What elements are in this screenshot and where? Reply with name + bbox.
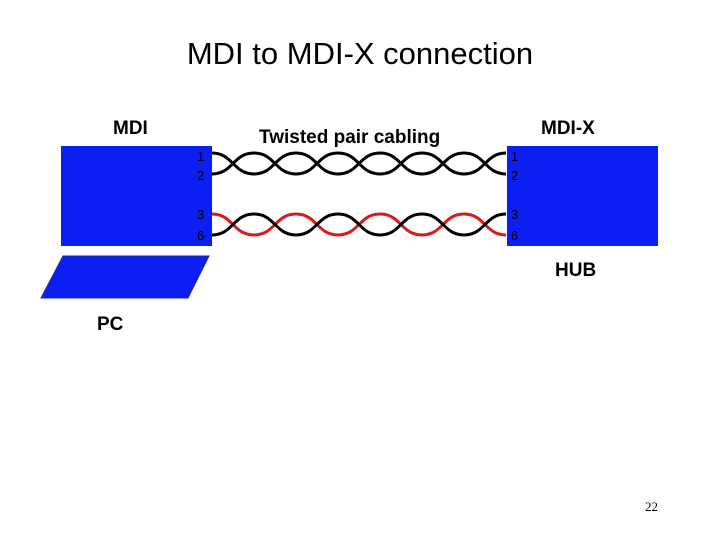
page-number: 22 — [645, 499, 658, 514]
pc-pin-1: 1 — [197, 149, 205, 164]
twisted-pair-3-6 — [211, 212, 507, 237]
wire-pin-6 — [211, 212, 507, 237]
pc-pin-3: 3 — [197, 207, 205, 222]
slide-title: MDI to MDI-X connection — [186, 36, 534, 71]
pc-keyboard — [40, 255, 210, 299]
twisted-pair-1-2 — [211, 151, 507, 176]
pc-label: PC — [97, 314, 124, 335]
mdix-label: MDI-X — [541, 118, 595, 139]
hub-pin-3: 3 — [511, 207, 519, 222]
pc-pin-6: 6 — [197, 228, 205, 243]
hub-pin-6: 6 — [511, 228, 519, 243]
pc-pin-2: 2 — [197, 168, 205, 183]
mdi-label: MDI — [113, 118, 148, 139]
wire-pin-2 — [211, 151, 507, 176]
hub-pin-1: 1 — [511, 149, 519, 164]
pc-box — [61, 146, 212, 246]
cabling-label: Twisted pair cabling — [259, 127, 441, 148]
hub-label: HUB — [555, 260, 597, 281]
hub-pin-2: 2 — [511, 168, 519, 183]
hub-box — [507, 146, 658, 246]
